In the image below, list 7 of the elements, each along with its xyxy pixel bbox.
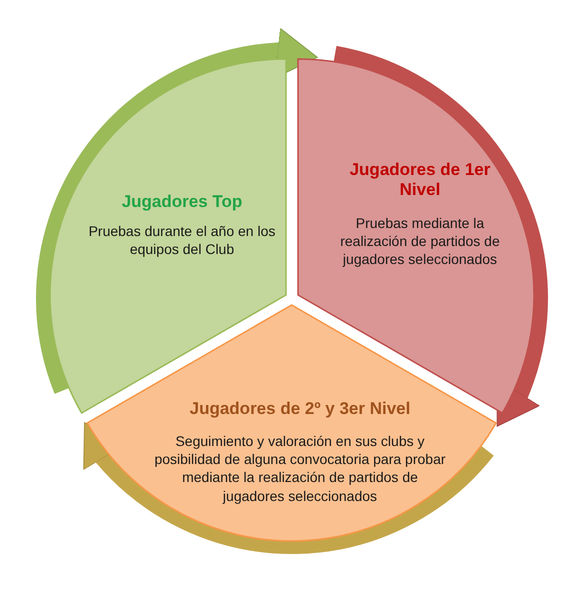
segment-title: Jugadores de 2º y 3er Nivel: [188, 399, 412, 420]
segment-description: Pruebas durante el año en los equipos del Club: [88, 222, 276, 258]
segment-description: Pruebas mediante la realización de partidos de jugadores seleccionados: [339, 214, 501, 269]
segment-title: Jugadores Top: [120, 192, 244, 212]
segment-description: Seguimiento y valoración en sus clubs y posibilidad de alguna convocatoria para probar mediante la realización de partidos de jugadores seleccionados: [153, 432, 447, 505]
circular-arrow: [36, 30, 318, 394]
segment-title: Jugadores de 1er Nivel: [348, 160, 492, 201]
